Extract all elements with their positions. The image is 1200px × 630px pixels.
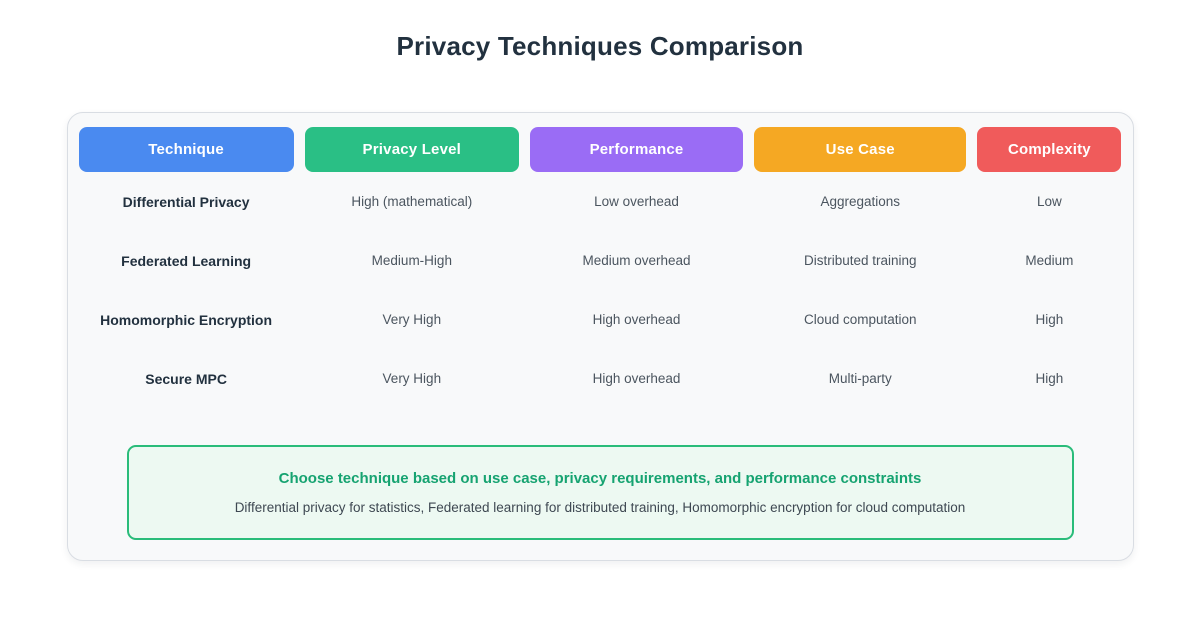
table-row: Secure MPC Very High High overhead Multi… <box>79 349 1122 408</box>
column-header-use-case: Use Case <box>754 127 967 172</box>
cell-performance: Medium overhead <box>582 253 691 268</box>
cell-performance: High overhead <box>592 371 681 386</box>
cell-complexity: High <box>1035 371 1064 386</box>
note-box: Choose technique based on use case, priv… <box>126 445 1074 540</box>
cell-technique: Secure MPC <box>145 370 227 387</box>
cell-technique: Federated Learning <box>121 252 252 269</box>
cell-complexity: Low <box>1037 194 1062 209</box>
table-row: Homomorphic Encryption Very High High ov… <box>79 290 1122 349</box>
cell-use-case: Aggregations <box>820 194 901 209</box>
cell-use-case: Multi-party <box>828 371 892 386</box>
column-header-privacy-level: Privacy Level <box>304 127 519 172</box>
cell-privacy-level: Medium-High <box>371 253 452 268</box>
cell-privacy-level: Very High <box>382 312 442 327</box>
cell-privacy-level: High (mathematical) <box>351 194 473 209</box>
cell-use-case: Cloud computation <box>803 312 917 327</box>
table-row: Differential Privacy High (mathematical)… <box>79 172 1122 231</box>
cell-use-case: Distributed training <box>803 253 917 268</box>
cell-technique: Homomorphic Encryption <box>100 311 273 328</box>
note-title: Choose technique based on use case, priv… <box>278 470 922 487</box>
column-header-performance: Performance <box>529 127 744 172</box>
table-row: Federated Learning Medium-High Medium ov… <box>79 231 1122 290</box>
cell-performance: High overhead <box>592 312 681 327</box>
cell-privacy-level: Very High <box>382 371 442 386</box>
cell-performance: Low overhead <box>594 194 679 209</box>
page-title: Privacy Techniques Comparison <box>396 31 804 61</box>
comparison-table-card: Technique Privacy Level Performance Use … <box>66 112 1134 561</box>
note-body: Differential privacy for statistics, Fed… <box>234 500 966 515</box>
column-header-technique: Technique <box>78 127 294 172</box>
column-header-complexity: Complexity <box>977 127 1122 172</box>
table-header-row: Technique Privacy Level Performance Use … <box>78 127 1122 172</box>
cell-technique: Differential Privacy <box>122 193 250 210</box>
cell-complexity: Medium <box>1025 253 1074 268</box>
cell-complexity: High <box>1035 312 1064 327</box>
